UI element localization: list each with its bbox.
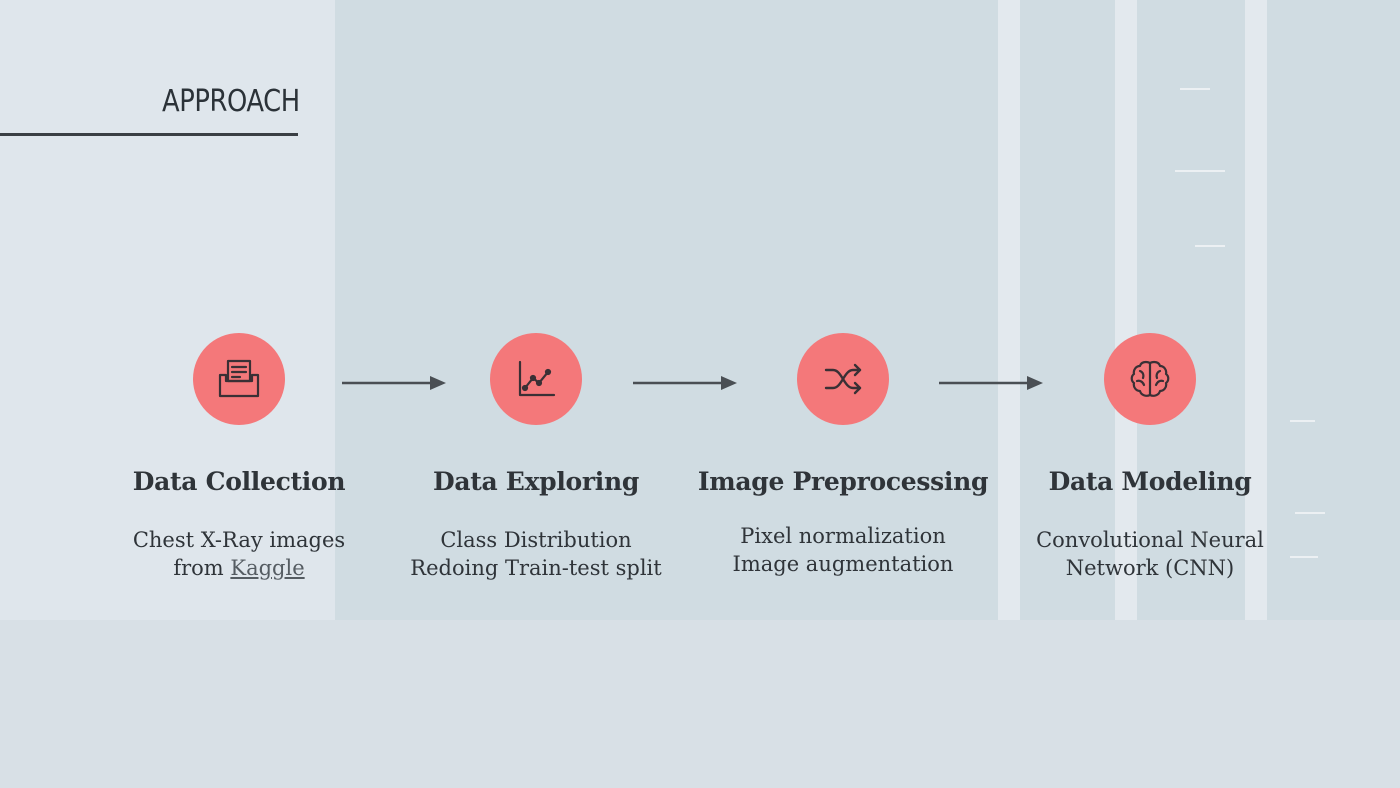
background-stripe — [1115, 0, 1137, 620]
step-description: Convolutional Neural Network (CNN) — [1000, 526, 1300, 582]
line-chart-icon — [518, 360, 556, 397]
background-streak — [1180, 88, 1210, 90]
step-description-line: from Kaggle — [89, 554, 389, 582]
step-description: Class Distribution Redoing Train-test sp… — [386, 526, 686, 582]
shuffle-icon — [824, 363, 862, 395]
background-panel — [1020, 0, 1115, 620]
brain-icon — [1130, 360, 1170, 397]
flow-arrow — [342, 376, 446, 390]
background-streak — [1175, 170, 1225, 172]
background-streak — [1290, 420, 1315, 422]
step-description-line: Image augmentation — [732, 552, 954, 576]
background-panel — [335, 0, 1000, 620]
step-description: Pixel normalization Image augmentation — [693, 522, 993, 578]
flow-arrow — [939, 376, 1043, 390]
step-heading: Image Preprocessing — [697, 467, 989, 496]
background-streak — [1195, 245, 1225, 247]
step-data-modeling: Data Modeling Convolutional Neural Netwo… — [1000, 333, 1300, 582]
document-folder-icon — [218, 359, 260, 398]
background-stripe — [1245, 0, 1267, 620]
step-data-exploring: Data Exploring Class Distribution Redoin… — [386, 333, 686, 582]
step-heading: Data Collection — [132, 467, 346, 496]
slide-title: APPROACH — [162, 84, 300, 119]
step-description-line: Network (CNN) — [1065, 556, 1235, 580]
background-panel — [1137, 0, 1245, 620]
step-description-prefix: from — [173, 556, 231, 580]
icon-badge — [1104, 333, 1196, 425]
background-panel — [1267, 0, 1400, 620]
step-heading: Data Modeling — [1048, 467, 1252, 496]
icon-badge — [490, 333, 582, 425]
title-underline — [0, 133, 298, 136]
step-image-preprocessing: Image Preprocessing Pixel normalization … — [693, 333, 993, 578]
icon-badge — [193, 333, 285, 425]
step-description-line: Pixel normalization — [740, 524, 946, 548]
step-description-line: Redoing Train-test split — [410, 556, 662, 580]
kaggle-link[interactable]: Kaggle — [230, 556, 305, 580]
step-description-line: Chest X-Ray images — [132, 528, 346, 552]
background-stripe — [998, 0, 1020, 620]
step-data-collection: Data Collection Chest X-Ray images from … — [89, 333, 389, 582]
step-heading: Data Exploring — [432, 467, 640, 496]
step-description-line: Convolutional Neural — [1036, 528, 1264, 552]
background-streak — [1295, 512, 1325, 514]
step-description: Chest X-Ray images from Kaggle — [89, 526, 389, 582]
background-bottom-band — [0, 620, 1400, 788]
background-streak — [1290, 556, 1318, 558]
flow-arrow — [633, 376, 737, 390]
icon-badge — [797, 333, 889, 425]
step-description-line: Class Distribution — [440, 528, 632, 552]
